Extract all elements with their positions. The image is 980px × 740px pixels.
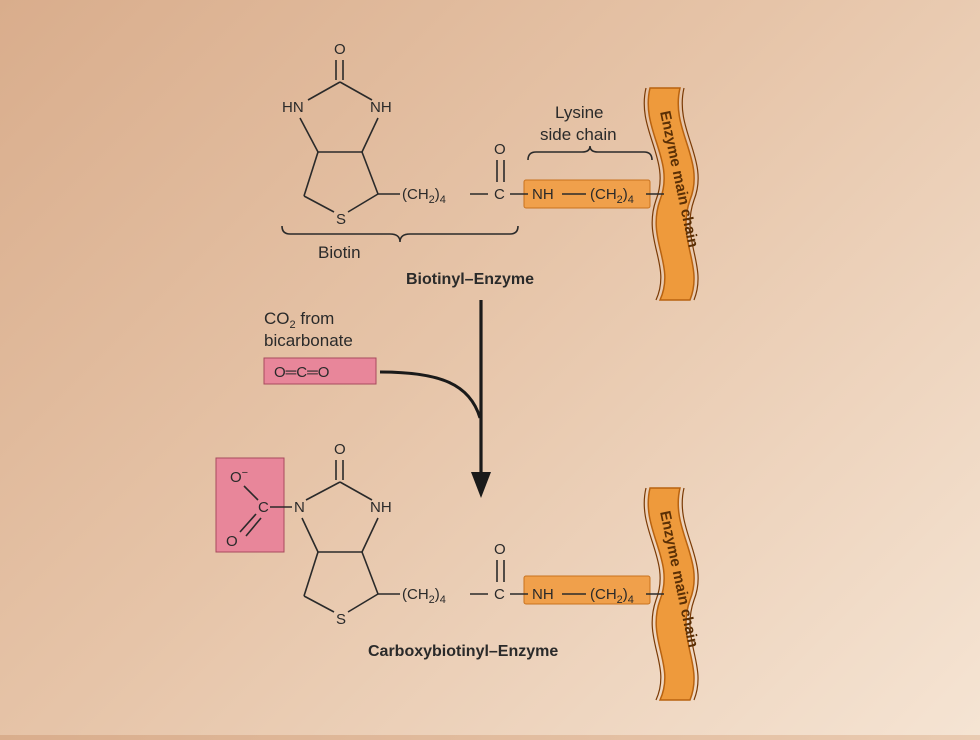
atom-sulfur: S: [336, 211, 346, 228]
compound-name-top: Biotinyl–Enzyme: [406, 271, 534, 288]
co2-incoming-curve: [379, 370, 482, 419]
lysine-label-line1: Lysine: [555, 103, 604, 122]
atom-sulfur-bottom: S: [336, 611, 346, 628]
chain-ch2-4-bottom: (CH2)4: [402, 586, 446, 606]
co2-label-line1: CO2 from: [264, 309, 334, 331]
lysine-nh-top: NH: [532, 186, 554, 203]
lysine-bracket: [527, 145, 653, 161]
biotin-bracket: [281, 225, 519, 243]
co2-formula-box: [263, 357, 377, 385]
atom-carboxyl-o: O: [226, 533, 238, 550]
atom-nh-right: NH: [370, 99, 392, 116]
lysine-nh-bottom: NH: [532, 586, 554, 603]
lysine-highlight-bottom: [523, 575, 651, 605]
lysine-label-line2: side chain: [540, 125, 617, 144]
biotin-label: Biotin: [318, 243, 361, 262]
reaction-arrow-group: [379, 300, 491, 498]
atom-n-left: N: [294, 499, 305, 516]
atom-amide-c-bottom: C: [494, 586, 505, 603]
chain-ch2-4-top: (CH2)4: [402, 186, 446, 206]
carboxybiotinyl-enzyme-structure: Enzyme main chain O− C O O N NH S (CH2)4: [215, 441, 702, 701]
lysine-ch2-4-bottom: (CH2)4: [590, 586, 634, 606]
atom-carboxyl-c: C: [258, 499, 269, 516]
lysine-ch2-4-top: (CH2)4: [590, 186, 634, 206]
co2-source: CO2 from bicarbonate O═C═O: [263, 309, 377, 385]
compound-name-bottom: Carboxybiotinyl–Enzyme: [368, 643, 558, 660]
atom-nh-right-bottom: NH: [370, 499, 392, 516]
carboxyl-highlight-box: [215, 457, 285, 553]
biotinyl-enzyme-structure: Enzyme main chain O HN NH S (CH2)4 O C: [281, 41, 702, 301]
enzyme-main-chain-ribbon-bottom: Enzyme main chain: [643, 487, 702, 701]
atom-hn-left: HN: [282, 99, 304, 116]
atom-amide-o-top: O: [494, 141, 506, 158]
atom-amide-c-top: C: [494, 186, 505, 203]
atom-amide-o-bottom: O: [494, 541, 506, 558]
co2-formula: O═C═O: [274, 364, 329, 381]
co2-label-line2: bicarbonate: [264, 331, 353, 350]
reaction-arrow-head: [471, 472, 491, 498]
atom-carbonyl-o-bottom: O: [334, 441, 346, 458]
atom-carboxyl-o-minus: O−: [230, 467, 248, 486]
atom-carbonyl-o: O: [334, 41, 346, 58]
